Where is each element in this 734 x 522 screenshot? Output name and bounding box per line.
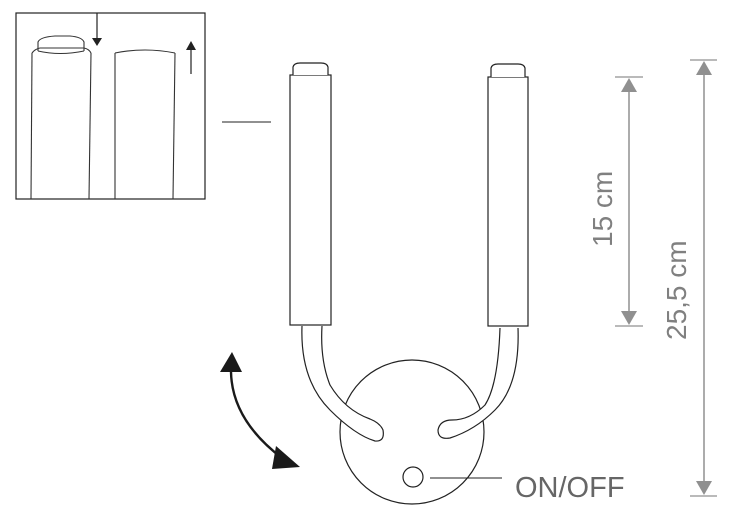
dimension-total-height: 25,5 cm xyxy=(661,59,717,497)
rotate-arrow-icon xyxy=(220,352,300,469)
left-shade-body xyxy=(289,74,332,326)
lamp-illustration xyxy=(289,62,529,505)
arrow-up-icon xyxy=(186,41,196,74)
left-shade-cap xyxy=(292,62,329,75)
switch-button xyxy=(402,466,424,488)
shade-height-label: 15 cm xyxy=(587,171,618,247)
inset-tube-open xyxy=(114,49,176,200)
left-arm xyxy=(301,325,384,442)
dimension-shade-height: 15 cm xyxy=(587,76,643,327)
switch-label: ON/OFF xyxy=(515,472,625,504)
inset-detail xyxy=(15,12,206,200)
arrow-down-icon xyxy=(92,13,102,46)
right-shade-cap xyxy=(490,63,526,77)
left-shade xyxy=(289,62,332,326)
right-arm xyxy=(437,327,519,439)
wall-plate xyxy=(339,359,485,505)
inset-tube-with-cap xyxy=(30,35,92,200)
right-shade-body xyxy=(487,76,529,327)
total-height-label: 25,5 cm xyxy=(661,240,692,340)
inset-frame xyxy=(15,12,206,200)
right-shade xyxy=(487,63,529,327)
